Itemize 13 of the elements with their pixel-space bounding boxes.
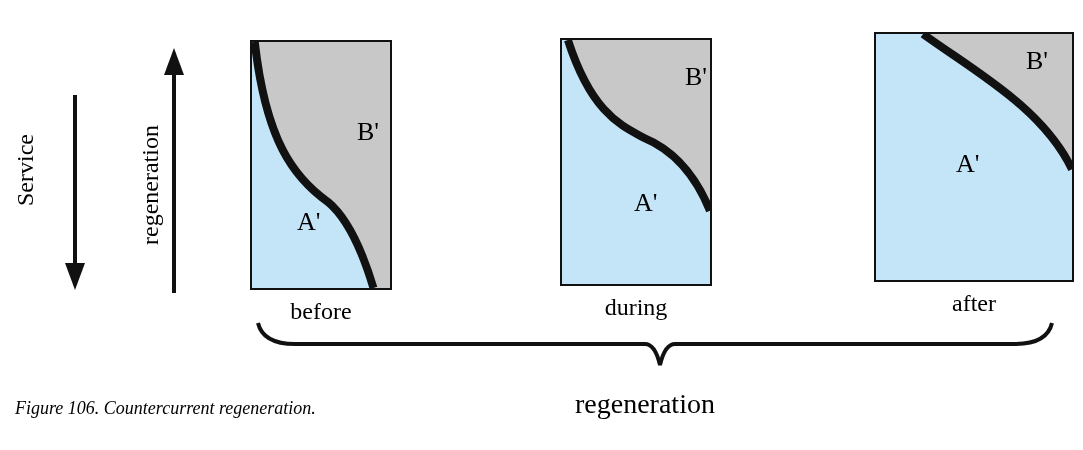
- stage-label: after: [951, 290, 997, 317]
- zone-label: B': [685, 62, 708, 92]
- axis-label: regeneration: [136, 125, 164, 245]
- axis-label: Service: [11, 134, 39, 206]
- stage-label: during: [603, 294, 669, 321]
- zone-label: B': [357, 117, 380, 147]
- zone-label: A': [297, 207, 321, 237]
- bracket-label: regeneration: [575, 388, 715, 420]
- zone-label: A': [634, 188, 658, 218]
- figure-caption: Figure 106. Countercurrent regeneration.: [15, 398, 316, 419]
- zone-label: B': [1026, 46, 1049, 76]
- zone-label: A': [956, 149, 980, 179]
- stage-label: before: [289, 298, 353, 325]
